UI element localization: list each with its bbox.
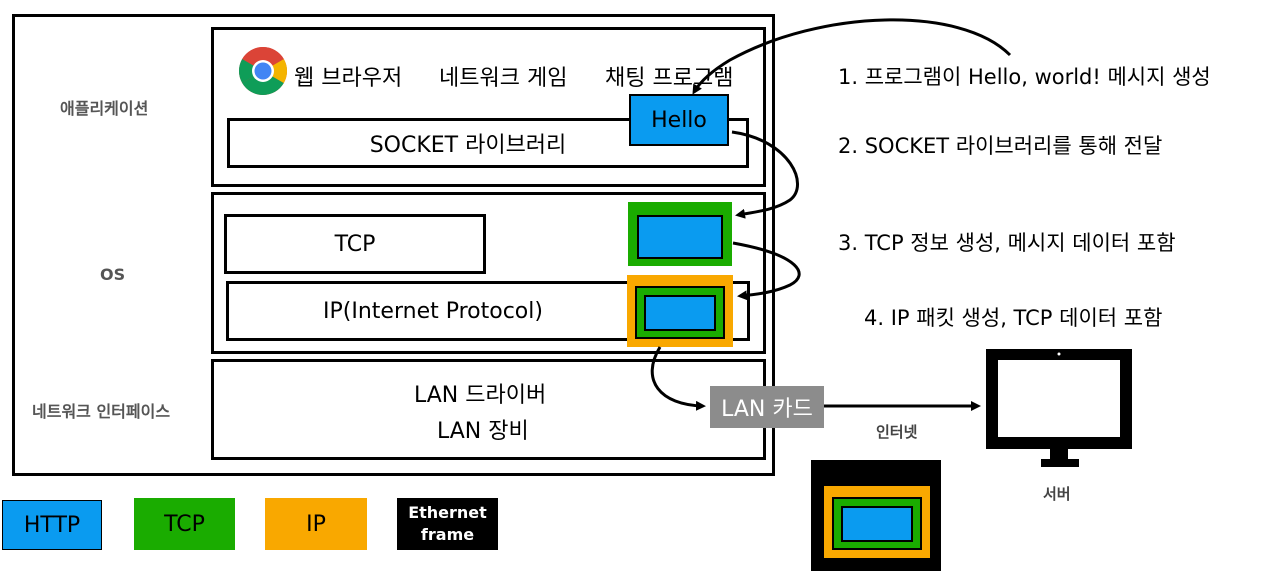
socket-library-box: SOCKET 라이브러리 [227,118,749,168]
ip-packet [627,275,733,347]
legend-ip: IP [265,498,367,550]
ethernet-frame-packet [811,460,941,571]
monitor-icon [986,349,1132,467]
tcp-payload [637,215,723,259]
step-4: 4. IP 패킷 생성, TCP 데이터 포함 [864,306,1163,330]
layer-label-application: 애플리케이션 [60,99,149,118]
server-label: 서버 [1043,485,1071,503]
app-network-game: 네트워크 게임 [439,66,568,91]
layer-label-network-interface: 네트워크 인터페이스 [32,402,171,421]
step-1: 1. 프로그램이 Hello, world! 메시지 생성 [838,65,1211,89]
ip-packet-tcp [635,286,725,339]
tcp-box: TCP [224,214,486,274]
legend-ethernet: Ethernet frame [397,498,498,550]
lan-driver-label: LAN 드라이버 [414,383,547,408]
legend-http: HTTP [2,500,102,550]
ip-packet-payload [644,295,716,331]
app-chat-program: 채팅 프로그램 [605,66,734,91]
lan-card: LAN 카드 [710,386,824,428]
step-3: 3. TCP 정보 생성, 메시지 데이터 포함 [838,231,1176,255]
legend-tcp: TCP [134,498,235,550]
ethernet-frame-ip [824,486,930,558]
ethernet-frame-payload [841,506,913,542]
tcp-segment [628,202,732,266]
app-web-browser: 웹 브라우저 [294,66,403,91]
chrome-icon [238,46,288,96]
internet-label: 인터넷 [876,423,918,441]
http-message-hello: Hello [629,94,729,146]
ethernet-frame-tcp [832,497,922,550]
lan-device-label: LAN 장비 [437,419,529,444]
step-2: 2. SOCKET 라이브러리를 통해 전달 [838,134,1163,158]
layer-label-os: OS [100,265,126,284]
